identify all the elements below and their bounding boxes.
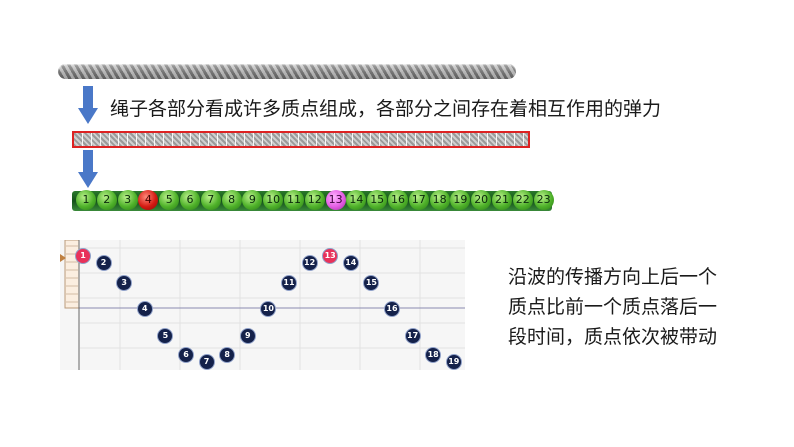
- bead: 7: [200, 190, 221, 210]
- bead: 23: [533, 190, 554, 210]
- rope: [58, 64, 516, 79]
- description: 沿波的传播方向上后一个 质点比前一个质点落后一 段时间，质点依次被带动: [508, 262, 738, 352]
- bead: 11: [284, 190, 304, 210]
- wave-point: 17: [404, 327, 421, 344]
- down-arrow-icon: [78, 86, 98, 124]
- bead: 21: [492, 190, 512, 210]
- wave-point: 9: [239, 327, 256, 344]
- wave-point: 15: [363, 274, 380, 291]
- bead: 19: [450, 190, 471, 210]
- bead: 2: [96, 190, 117, 210]
- bead: 9: [242, 190, 263, 210]
- bead: 14: [346, 190, 367, 210]
- bead: 10: [263, 190, 284, 210]
- wave-point: 11: [281, 274, 297, 291]
- segmented-rope: [72, 131, 530, 148]
- description-line: 沿波的传播方向上后一个: [508, 266, 718, 288]
- bead: 20: [471, 190, 492, 210]
- wave-point: 14: [342, 255, 359, 272]
- wave-point: 12: [301, 255, 318, 272]
- wave-point: 16: [384, 301, 400, 317]
- wave-point: 5: [157, 327, 174, 344]
- bead: 22: [512, 190, 533, 210]
- caption-text: 绳子各部分看成许多质点组成，各部分之间存在着相互作用的弹力: [110, 98, 662, 120]
- wave-point: 8: [219, 346, 236, 363]
- wave-point: 13: [322, 248, 339, 264]
- bead: 15: [367, 190, 388, 210]
- bead: 1: [76, 190, 96, 210]
- wave-point: 1: [75, 248, 91, 264]
- bead: 12: [304, 190, 325, 210]
- bead: 5: [159, 190, 180, 210]
- wave-point: 7: [198, 354, 215, 370]
- description-line: 段时间，质点依次被带动: [508, 326, 718, 348]
- down-arrow-icon: [78, 150, 98, 188]
- bead: 17: [408, 190, 429, 210]
- description-line: 质点比前一个质点落后一: [508, 296, 718, 318]
- bead: 3: [117, 190, 138, 210]
- wave-point: 3: [116, 274, 133, 291]
- bead: 13: [325, 190, 346, 210]
- wave-point: 19: [445, 354, 462, 370]
- wave-point: 6: [178, 346, 194, 363]
- wave-point: 10: [260, 301, 277, 317]
- wave-point: 18: [425, 346, 442, 363]
- wave-point: 4: [136, 301, 153, 317]
- bead: 8: [221, 190, 242, 210]
- bead: 16: [388, 190, 408, 210]
- wave-point: 2: [95, 255, 112, 272]
- bead: 18: [429, 190, 450, 210]
- bead: 6: [180, 190, 200, 210]
- bead: 4: [138, 190, 159, 210]
